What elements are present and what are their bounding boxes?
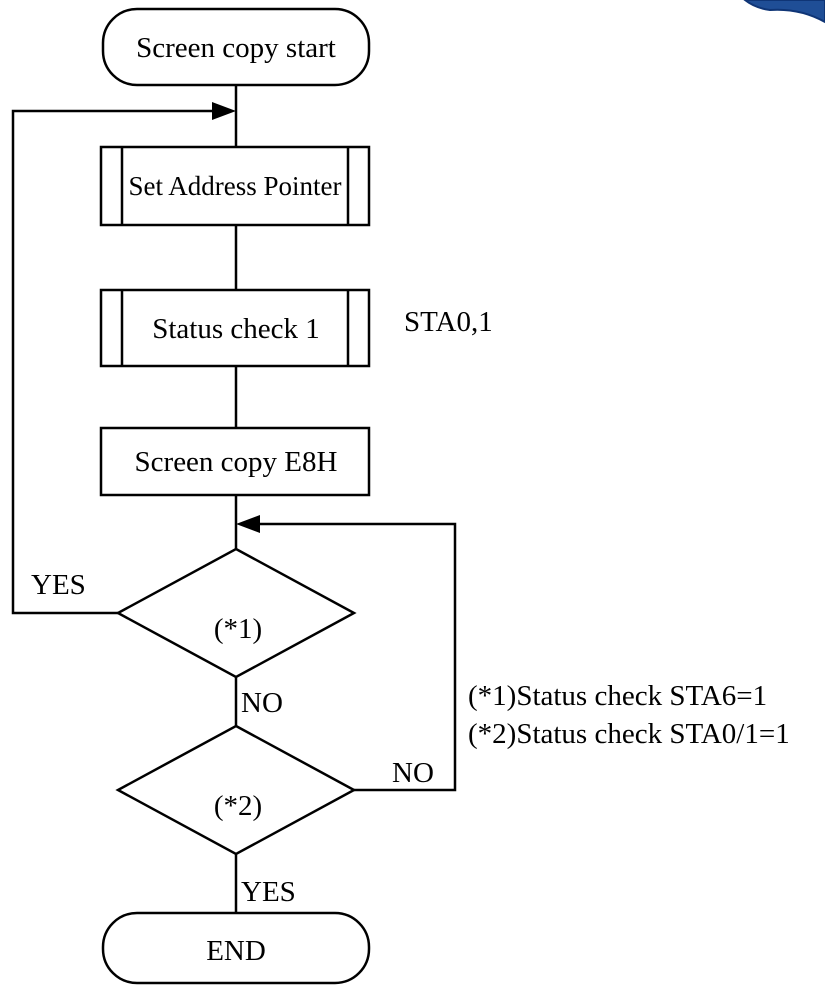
set-address-label: Set Address Pointer [129,171,342,201]
decision-2-label: (*2) [214,790,262,822]
arrowhead-yes-loop [212,102,236,120]
start-label: Screen copy start [136,32,336,64]
connector-no-loop [257,522,457,792]
end-label: END [206,935,266,967]
decision-2-diamond [115,724,357,856]
decision-2-no-label: NO [392,757,434,789]
set-address-process [99,145,371,227]
decision-1-no-label: NO [241,687,283,719]
note-2: (*2)Status check STA0/1=1 [468,718,790,750]
decision-2-yes-label: YES [241,876,296,908]
arrowhead-no-loop [236,515,260,533]
screen-copy-label: Screen copy E8H [135,446,338,478]
decision-1-yes-label: YES [31,569,86,601]
note-1: (*1)Status check STA6=1 [468,680,767,712]
decision-1-diamond [115,547,357,679]
status-flags-annotation: STA0,1 [404,306,493,338]
end-terminal [101,911,371,985]
decision-1-label: (*1) [214,613,262,645]
connector-yes-loop [11,109,215,615]
status-check-process [99,288,371,368]
logo-mark [743,0,825,24]
status-check-label: Status check 1 [152,313,320,345]
screen-copy-process [99,426,371,497]
start-terminal [101,7,371,87]
